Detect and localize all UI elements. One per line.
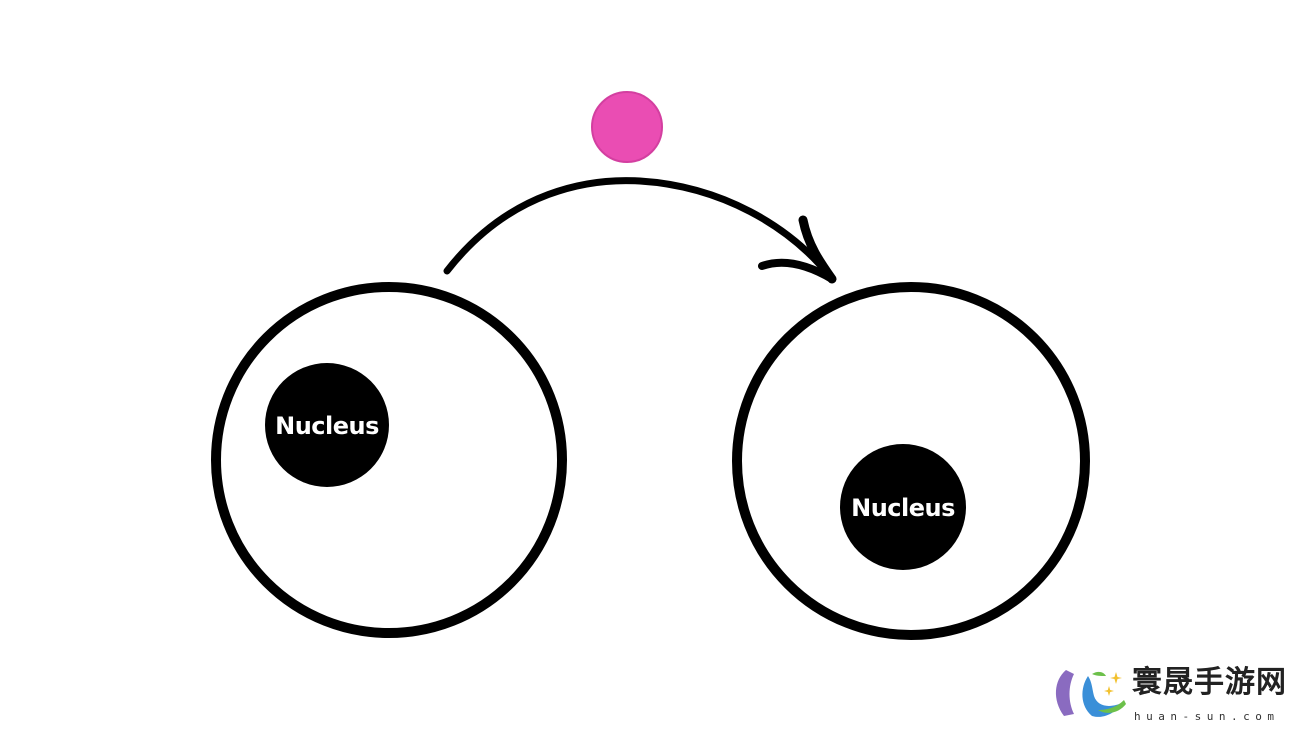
- sparkle-icon: [1104, 686, 1114, 696]
- particle: [591, 91, 663, 163]
- watermark-logo-icon: [1055, 670, 1126, 717]
- right-cell: [732, 282, 1090, 640]
- sparkle-icon: [1110, 672, 1122, 684]
- watermark: 寰晟手游网 huan-sun.com: [1052, 666, 1292, 726]
- transfer-arrow: [443, 177, 837, 284]
- watermark-title: 寰晟手游网: [1132, 665, 1287, 700]
- right-nucleus: [840, 444, 966, 570]
- left-nucleus-label: Nucleus: [275, 412, 379, 440]
- right-nucleus-label: Nucleus: [851, 494, 955, 522]
- left-nucleus: [265, 363, 389, 487]
- watermark-url: huan-sun.com: [1134, 710, 1280, 723]
- left-cell: [211, 282, 567, 638]
